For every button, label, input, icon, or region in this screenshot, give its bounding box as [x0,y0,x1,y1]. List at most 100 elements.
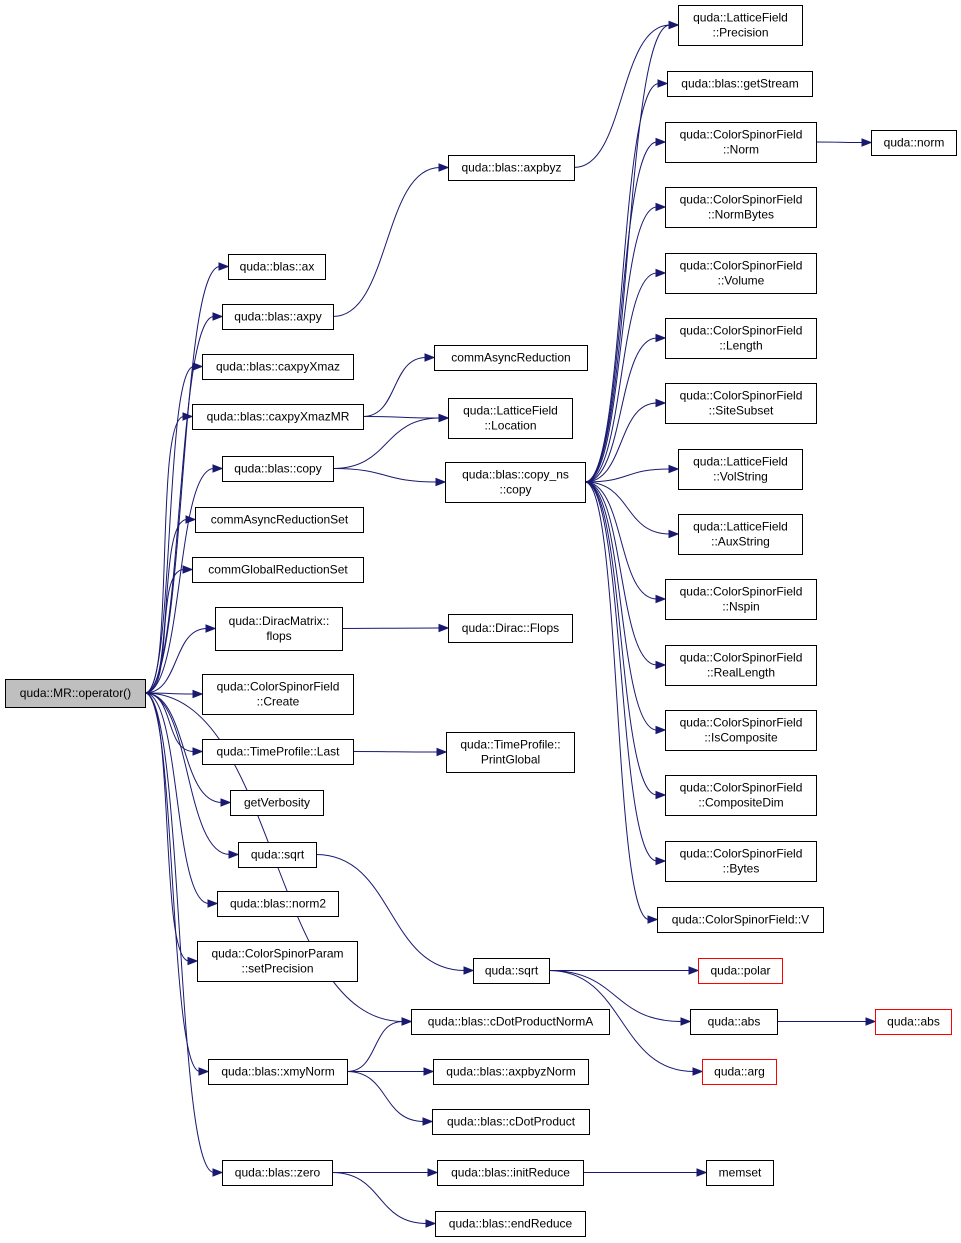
node-zero[interactable]: quda::blas::zero [222,1160,333,1186]
node-box-commAsyncReduction[interactable] [434,345,588,371]
node-box-lfLocation[interactable] [448,398,573,439]
node-csfNspin[interactable]: quda::ColorSpinorField::Nspin [665,579,817,620]
node-copy[interactable]: quda::blas::copy [222,456,334,482]
node-box-copy[interactable] [222,456,334,482]
node-box-zero[interactable] [222,1160,333,1186]
node-csfVolume[interactable]: quda::ColorSpinorField::Volume [665,253,817,294]
node-csfV[interactable]: quda::ColorSpinorField::V [657,907,824,933]
node-box-lfAuxString[interactable] [678,514,803,555]
node-box-axpy[interactable] [222,304,334,330]
node-box-setPrecision[interactable] [197,941,358,982]
node-box-sqrt2[interactable] [473,958,550,984]
node-endReduce[interactable]: quda::blas::endReduce [435,1211,586,1237]
node-box-arg[interactable] [702,1059,777,1085]
node-box-csfV[interactable] [657,907,824,933]
node-abs2[interactable]: quda::abs [875,1009,952,1035]
node-box-csfCreate[interactable] [202,674,354,715]
node-ax[interactable]: quda::blas::ax [228,254,326,280]
node-csfNorm[interactable]: quda::ColorSpinorField::Norm [665,122,817,163]
node-box-csfNormBytes[interactable] [665,187,817,228]
node-lfPrecision[interactable]: quda::LatticeField::Precision [678,5,803,46]
node-box-caxpyXmazMR[interactable] [192,404,364,430]
node-cDotProductNormA[interactable]: quda::blas::cDotProductNormA [411,1009,610,1035]
node-sqrt2[interactable]: quda::sqrt [473,958,550,984]
node-box-csfRealLength[interactable] [665,645,817,686]
node-caxpyXmaz[interactable]: quda::blas::caxpyXmaz [202,354,354,380]
node-getVerbosity[interactable]: getVerbosity [230,790,324,816]
node-commAsyncReduction[interactable]: commAsyncReduction [434,345,588,371]
node-box-memset[interactable] [706,1160,774,1186]
node-axpy[interactable]: quda::blas::axpy [222,304,334,330]
node-xmyNorm[interactable]: quda::blas::xmyNorm [208,1059,348,1085]
node-arg[interactable]: quda::arg [702,1059,777,1085]
node-lfAuxString[interactable]: quda::LatticeField::AuxString [678,514,803,555]
node-box-getVerbosity[interactable] [230,790,324,816]
node-commGlobalReductionSet[interactable]: commGlobalReductionSet [192,557,364,583]
node-commAsyncReductionSet[interactable]: commAsyncReductionSet [195,507,364,533]
node-norm2[interactable]: quda::blas::norm2 [217,891,339,917]
node-box-initReduce[interactable] [437,1160,584,1186]
node-box-tpLast[interactable] [202,739,354,765]
node-box-csfVolume[interactable] [665,253,817,294]
node-csfCompositeDim[interactable]: quda::ColorSpinorField::CompositeDim [665,775,817,816]
node-axpbyz[interactable]: quda::blas::axpbyz [448,155,575,181]
node-axpbyzNorm[interactable]: quda::blas::axpbyzNorm [433,1059,589,1085]
node-box-norm2[interactable] [217,891,339,917]
node-csfCreate[interactable]: quda::ColorSpinorField::Create [202,674,354,715]
node-box-polar[interactable] [698,958,783,984]
node-box-csfNorm[interactable] [665,122,817,163]
node-box-commGlobalReductionSet[interactable] [192,557,364,583]
node-getStream[interactable]: quda::blas::getStream [667,71,813,97]
node-sqrt1[interactable]: quda::sqrt [238,842,317,868]
node-setPrecision[interactable]: quda::ColorSpinorParam::setPrecision [197,941,358,982]
node-box-diracFlops[interactable] [448,614,573,643]
node-copyNs[interactable]: quda::blas::copy_ns::copy [445,462,586,503]
node-box-axpbyz[interactable] [448,155,575,181]
node-box-root[interactable] [5,679,146,708]
node-memset[interactable]: memset [706,1160,774,1186]
node-box-getStream[interactable] [667,71,813,97]
node-csfBytes[interactable]: quda::ColorSpinorField::Bytes [665,841,817,882]
node-box-axpbyzNorm[interactable] [433,1059,589,1085]
node-box-lfPrecision[interactable] [678,5,803,46]
node-cDotProduct[interactable]: quda::blas::cDotProduct [432,1109,590,1135]
node-box-lfVolString[interactable] [678,449,803,490]
node-box-sqrt1[interactable] [238,842,317,868]
node-csfLength[interactable]: quda::ColorSpinorField::Length [665,318,817,359]
node-polar[interactable]: quda::polar [698,958,783,984]
node-caxpyXmazMR[interactable]: quda::blas::caxpyXmazMR [192,404,364,430]
node-box-printGlobal[interactable] [446,732,575,773]
node-box-commAsyncReductionSet[interactable] [195,507,364,533]
node-box-csfLength[interactable] [665,318,817,359]
node-box-norm[interactable] [871,130,957,156]
node-diracFlops[interactable]: quda::Dirac::Flops [448,614,573,643]
node-box-cDotProduct[interactable] [432,1109,590,1135]
node-lfVolString[interactable]: quda::LatticeField::VolString [678,449,803,490]
node-box-xmyNorm[interactable] [208,1059,348,1085]
node-box-csfSiteSubset[interactable] [665,383,817,424]
node-lfLocation[interactable]: quda::LatticeField::Location [448,398,573,439]
node-csfNormBytes[interactable]: quda::ColorSpinorField::NormBytes [665,187,817,228]
node-box-csfCompositeDim[interactable] [665,775,817,816]
node-box-abs2[interactable] [875,1009,952,1035]
node-box-abs1[interactable] [690,1009,778,1035]
node-box-endReduce[interactable] [435,1211,586,1237]
node-box-csfIsComposite[interactable] [665,710,817,751]
node-box-copyNs[interactable] [445,462,586,503]
node-box-cDotProductNormA[interactable] [411,1009,610,1035]
node-csfSiteSubset[interactable]: quda::ColorSpinorField::SiteSubset [665,383,817,424]
node-printGlobal[interactable]: quda::TimeProfile::PrintGlobal [446,732,575,773]
node-csfRealLength[interactable]: quda::ColorSpinorField::RealLength [665,645,817,686]
node-norm[interactable]: quda::norm [871,130,957,156]
node-tpLast[interactable]: quda::TimeProfile::Last [202,739,354,765]
node-csfIsComposite[interactable]: quda::ColorSpinorField::IsComposite [665,710,817,751]
node-box-diracMatrixFlops[interactable] [215,607,343,651]
node-root[interactable]: quda::MR::operator() [5,679,146,708]
node-box-csfBytes[interactable] [665,841,817,882]
node-box-caxpyXmaz[interactable] [202,354,354,380]
node-abs1[interactable]: quda::abs [690,1009,778,1035]
node-initReduce[interactable]: quda::blas::initReduce [437,1160,584,1186]
node-diracMatrixFlops[interactable]: quda::DiracMatrix::flops [215,607,343,651]
node-box-csfNspin[interactable] [665,579,817,620]
node-box-ax[interactable] [228,254,326,280]
